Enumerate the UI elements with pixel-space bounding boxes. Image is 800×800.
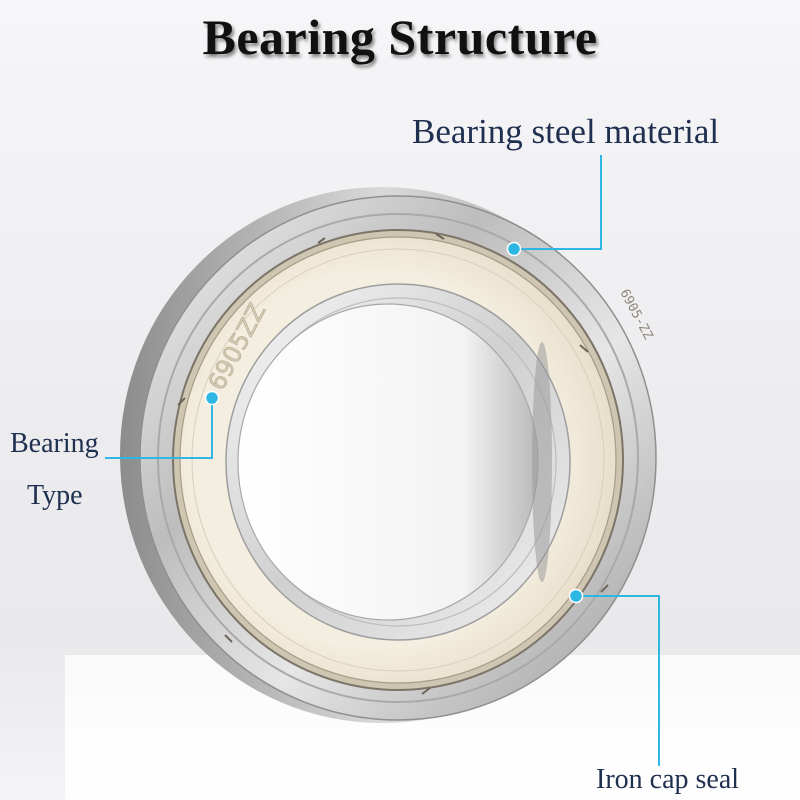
page-title: Bearing Structure (202, 9, 598, 65)
label-steel-material: Bearing steel material (412, 112, 720, 151)
dot-type (204, 390, 220, 406)
label-bearing-type-line1: Bearing (10, 428, 99, 459)
leader-seal (576, 595, 660, 766)
label-bearing-type-line2: Type (27, 480, 83, 511)
leader-type (105, 398, 213, 459)
dot-steel (506, 241, 522, 257)
seal-retainer-marks (177, 233, 609, 695)
leader-lines (105, 155, 660, 766)
label-iron-cap-seal: Iron cap seal (596, 764, 740, 795)
leader-dots (204, 241, 584, 604)
bore (237, 303, 539, 621)
dot-seal (568, 588, 584, 604)
leader-steel (514, 155, 602, 250)
